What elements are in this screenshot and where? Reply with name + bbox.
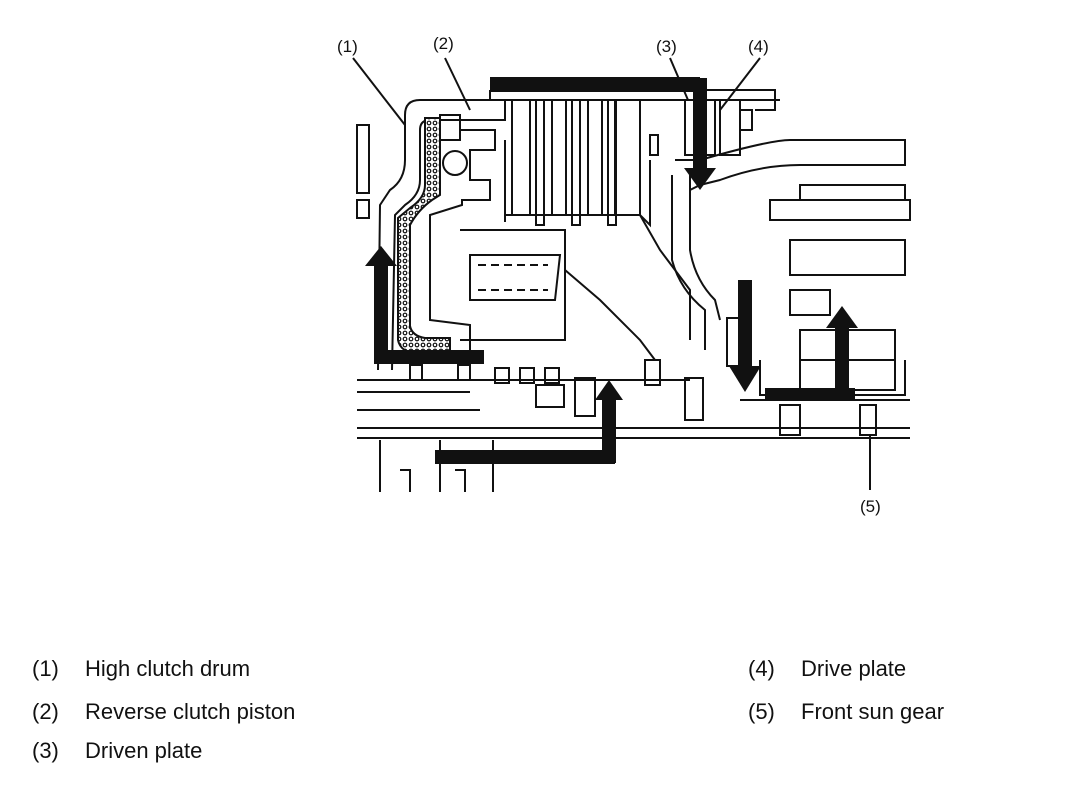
plate-hub [505, 160, 651, 228]
clutch-cross-section-diagram: (1) (2) (3) (4) (5) [337, 34, 911, 516]
planetary-carrier [789, 239, 906, 276]
piston-seal [442, 150, 468, 176]
legend-label: High clutch drum [85, 656, 251, 681]
planetary-carrier [799, 184, 906, 201]
legend-number: (3) [32, 738, 59, 763]
snap-ring [544, 367, 560, 384]
carrier-housing [671, 175, 706, 350]
flow-arrow [693, 78, 707, 173]
oil-seal [644, 359, 661, 386]
callout-4: (4) [748, 37, 769, 56]
reverse-clutch-piston [439, 114, 461, 141]
drive-plate [571, 99, 581, 226]
legend-number: (4) [748, 656, 775, 681]
gear-shaft [779, 404, 801, 436]
flow-arrow [374, 262, 388, 362]
inner-hub [460, 229, 566, 341]
legend-item: (3) Driven plate [32, 738, 202, 764]
carrier-housing [639, 214, 691, 340]
legend-item: (2) Reverse clutch piston [32, 699, 295, 725]
flow-arrow [374, 350, 484, 364]
callout-3: (3) [656, 37, 677, 56]
flow-arrow-head [729, 366, 761, 392]
carrier-housing [689, 170, 721, 321]
flow-arrow-head [826, 306, 858, 328]
flow-arrow [765, 388, 855, 400]
legend-label: Driven plate [85, 738, 203, 763]
flow-arrow-head [595, 380, 623, 400]
legend-label: Drive plate [801, 656, 907, 681]
inner-hub [564, 269, 656, 361]
legend-number: (5) [748, 699, 775, 724]
legend-item: (5) Front sun gear [748, 699, 944, 725]
case-outline [700, 89, 776, 111]
retainer [649, 134, 659, 156]
retainer [739, 109, 753, 131]
flow-arrows [365, 78, 858, 464]
output-shaft [400, 469, 466, 492]
leader-line [444, 57, 471, 111]
flow-arrow [738, 280, 752, 370]
legend-number: (2) [32, 699, 59, 724]
callout-2: (2) [433, 34, 454, 53]
thrust-bearing [535, 384, 565, 408]
driven-plate [587, 99, 603, 216]
drive-plate [535, 99, 545, 226]
left-housing-block [356, 199, 370, 219]
piston-body [429, 129, 496, 350]
leader-line [719, 57, 761, 111]
inner-hub [469, 254, 562, 301]
driven-plate [551, 99, 567, 216]
pinion-gear [789, 289, 831, 316]
retaining-plate [614, 99, 641, 216]
legend-number: (1) [32, 656, 59, 681]
legend-item: (1) High clutch drum [32, 656, 250, 682]
snap-ring [457, 364, 471, 381]
flow-arrow-head [365, 246, 397, 266]
gear-shaft [859, 404, 877, 436]
planetary-carrier [769, 199, 911, 221]
flow-arrow [490, 78, 705, 92]
callout-1: (1) [337, 37, 358, 56]
legend-item: (4) Drive plate [748, 656, 906, 682]
legend-label: Front sun gear [801, 699, 945, 724]
flow-arrow [835, 322, 849, 392]
snap-ring [494, 367, 510, 384]
carrier-housing [675, 139, 906, 191]
flow-arrow [435, 450, 615, 464]
retainer [719, 99, 741, 156]
leader-line [352, 57, 406, 126]
bearing [684, 377, 704, 421]
mechanical-drawing [352, 57, 911, 492]
inner-hub [478, 264, 548, 291]
legend-label: Reverse clutch piston [85, 699, 296, 724]
driven-plate [511, 99, 531, 216]
drum-lining [397, 117, 451, 357]
flow-arrow-head [684, 168, 716, 190]
thrust-bearing [574, 377, 596, 417]
flow-arrow [602, 395, 616, 463]
snap-ring [409, 364, 423, 381]
output-shaft [379, 440, 494, 492]
left-housing-block [356, 124, 370, 194]
snap-ring [519, 367, 535, 384]
high-clutch-drum [377, 90, 491, 371]
callout-5: (5) [860, 497, 881, 516]
